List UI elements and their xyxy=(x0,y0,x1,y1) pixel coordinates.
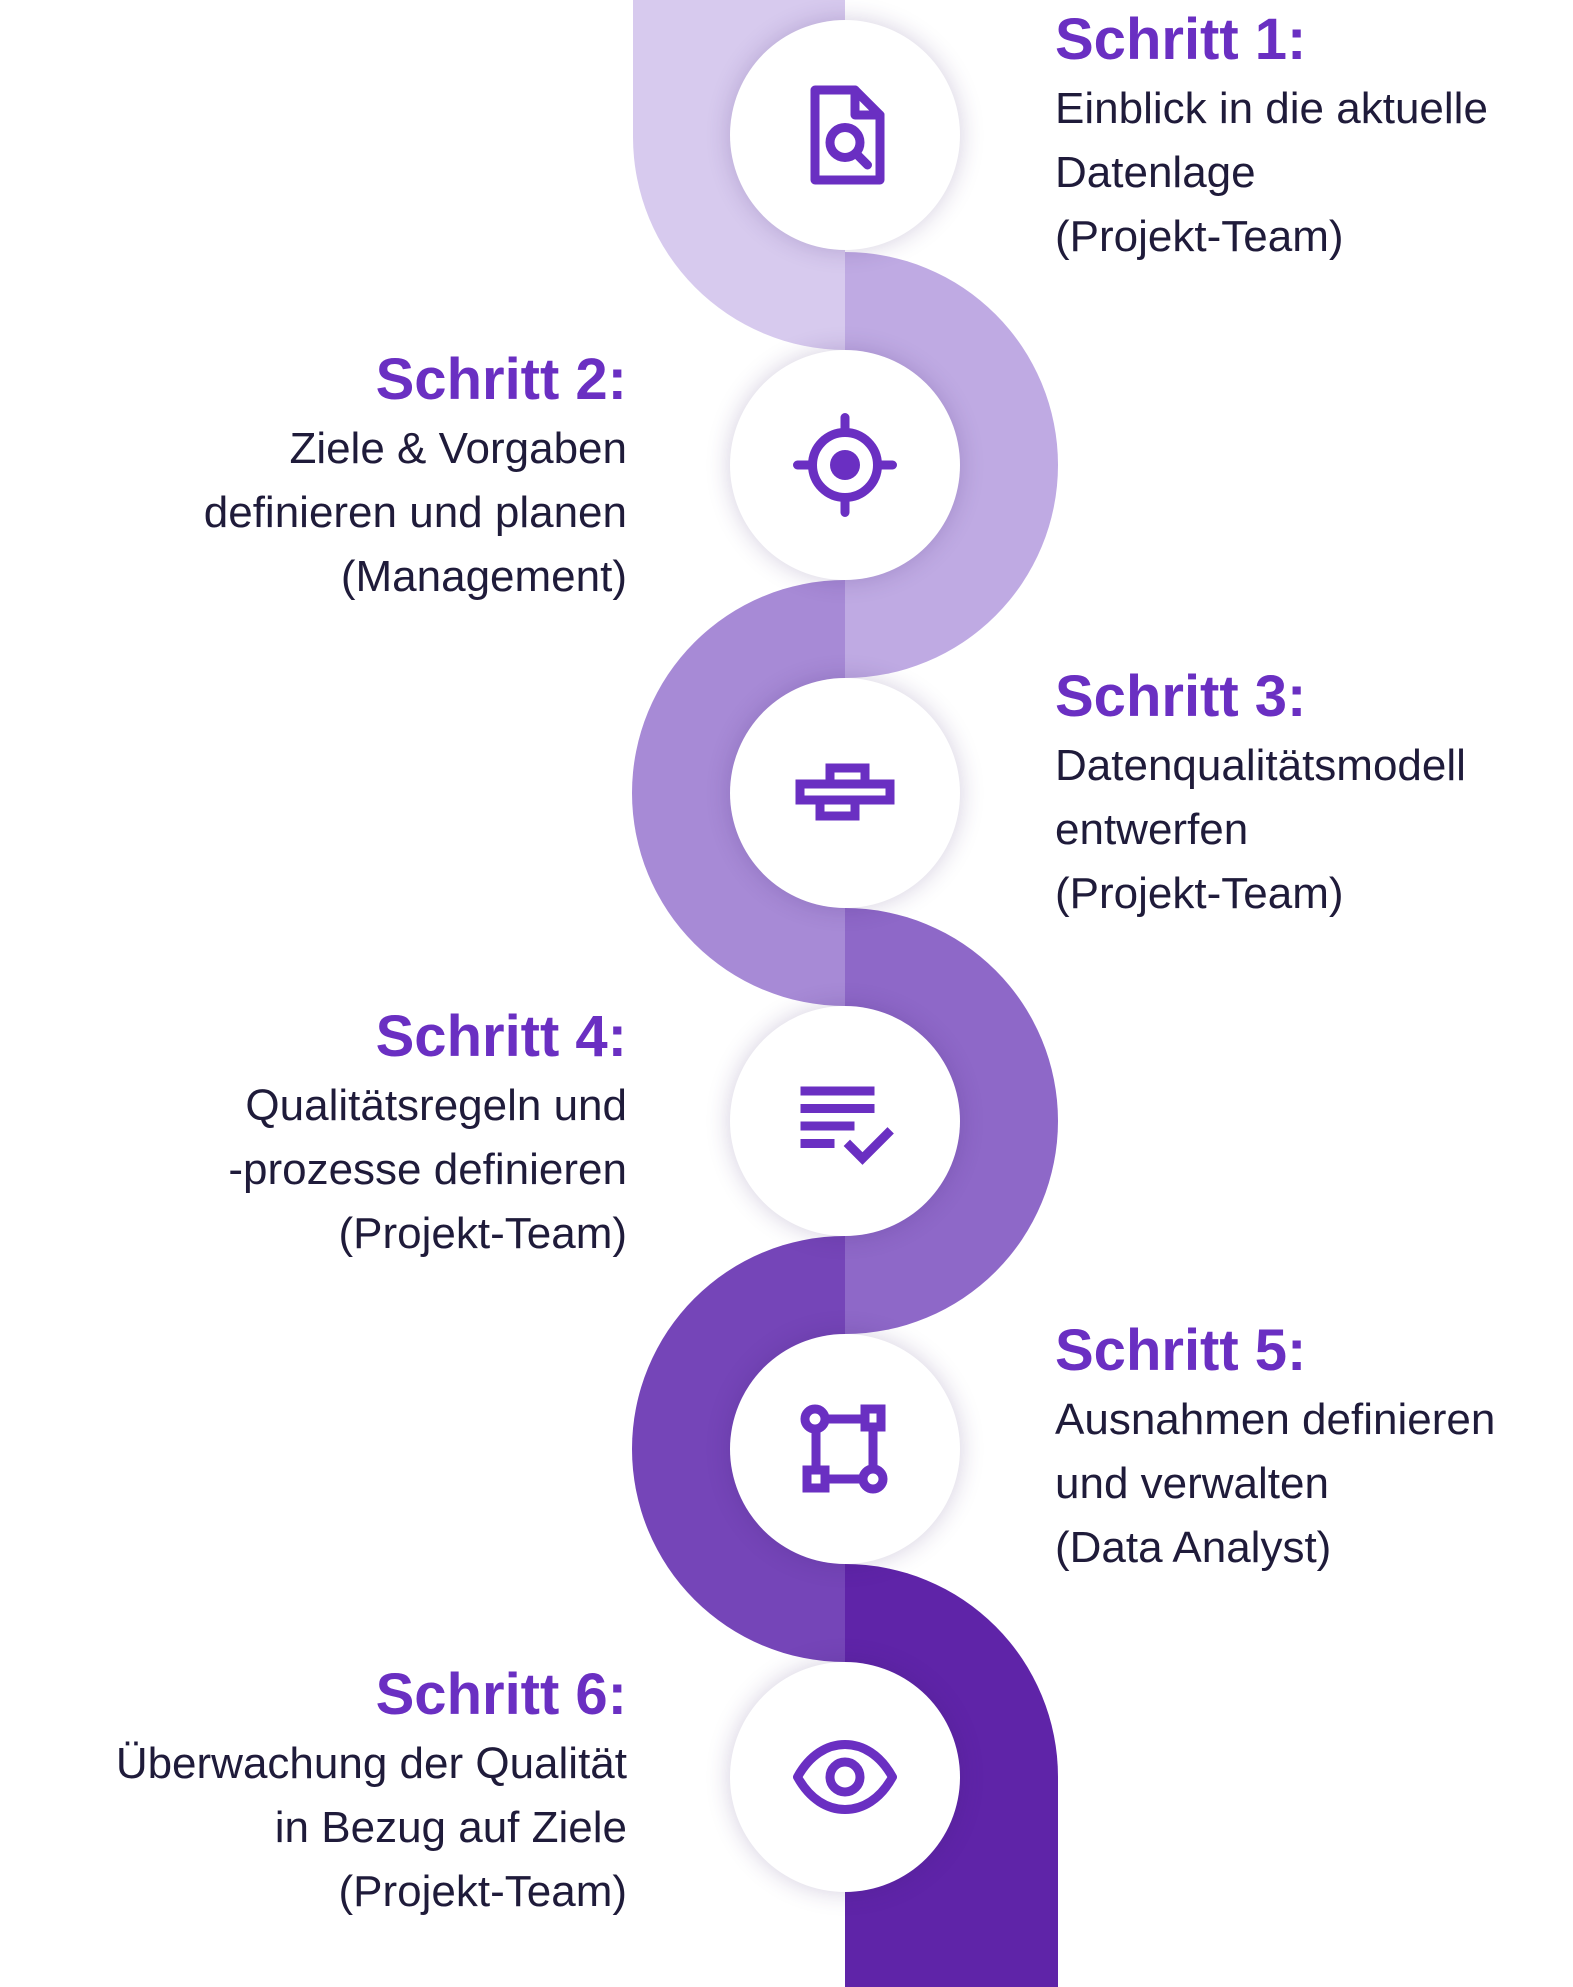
workflow-icon xyxy=(800,1404,888,1494)
step-4-title: Schritt 4: xyxy=(375,1004,627,1069)
step-6-line-2: in Bezug auf Ziele xyxy=(274,1803,627,1852)
step-5-line-1: Ausnahmen definieren xyxy=(1055,1395,1496,1444)
step-3-title: Schritt 3: xyxy=(1055,664,1307,729)
step-1-title: Schritt 1: xyxy=(1055,7,1307,72)
step-1-line-2: Datenlage xyxy=(1055,148,1256,197)
step-1-node xyxy=(730,20,960,250)
step-5-node xyxy=(730,1334,960,1564)
step-3-line-2: entwerfen xyxy=(1055,805,1249,854)
step-4-line-1: Qualitätsregeln und xyxy=(245,1081,627,1130)
checklist-icon xyxy=(800,1086,894,1165)
step-5-line-2: und verwalten xyxy=(1055,1459,1329,1508)
model-blocks-icon xyxy=(795,763,895,821)
step-3-line-1: Datenqualitätsmodell xyxy=(1055,741,1466,790)
step-3-node xyxy=(730,678,960,908)
step-4-text: Schritt 4: Qualitätsregeln und -prozesse… xyxy=(27,1002,627,1266)
step-6-line-3: (Projekt-Team) xyxy=(338,1867,628,1916)
step-2-node xyxy=(730,350,960,580)
step-2-line-1: Ziele & Vorgaben xyxy=(289,424,627,473)
step-2-line-2: definieren und planen xyxy=(203,488,627,537)
step-4-node xyxy=(730,1006,960,1236)
document-search-icon xyxy=(810,85,885,185)
step-6-title: Schritt 6: xyxy=(375,1662,627,1727)
step-6-line-1: Überwachung der Qualität xyxy=(115,1739,627,1788)
step-6-node xyxy=(730,1662,960,1892)
eye-icon xyxy=(793,1740,897,1814)
step-2-text: Schritt 2: Ziele & Vorgaben definieren u… xyxy=(27,345,627,609)
step-1-text: Schritt 1: Einblick in die aktuelle Date… xyxy=(1055,5,1573,269)
step-2-line-3: (Management) xyxy=(340,552,627,601)
target-icon xyxy=(793,413,897,517)
step-5-line-3: (Data Analyst) xyxy=(1055,1523,1332,1572)
step-3-text: Schritt 3: Datenqualitätsmodell entwerfe… xyxy=(1055,662,1573,926)
step-1-line-1: Einblick in die aktuelle xyxy=(1055,84,1488,133)
step-4-line-2: -prozesse definieren xyxy=(228,1145,627,1194)
step-4-line-3: (Projekt-Team) xyxy=(338,1209,628,1258)
step-2-title: Schritt 2: xyxy=(375,347,627,412)
step-1-line-3: (Projekt-Team) xyxy=(1055,212,1344,261)
step-6-text: Schritt 6: Überwachung der Qualität in B… xyxy=(27,1660,627,1924)
step-5-title: Schritt 5: xyxy=(1055,1318,1307,1383)
step-3-line-3: (Projekt-Team) xyxy=(1055,869,1344,918)
step-5-text: Schritt 5: Ausnahmen definieren und verw… xyxy=(1055,1316,1573,1580)
